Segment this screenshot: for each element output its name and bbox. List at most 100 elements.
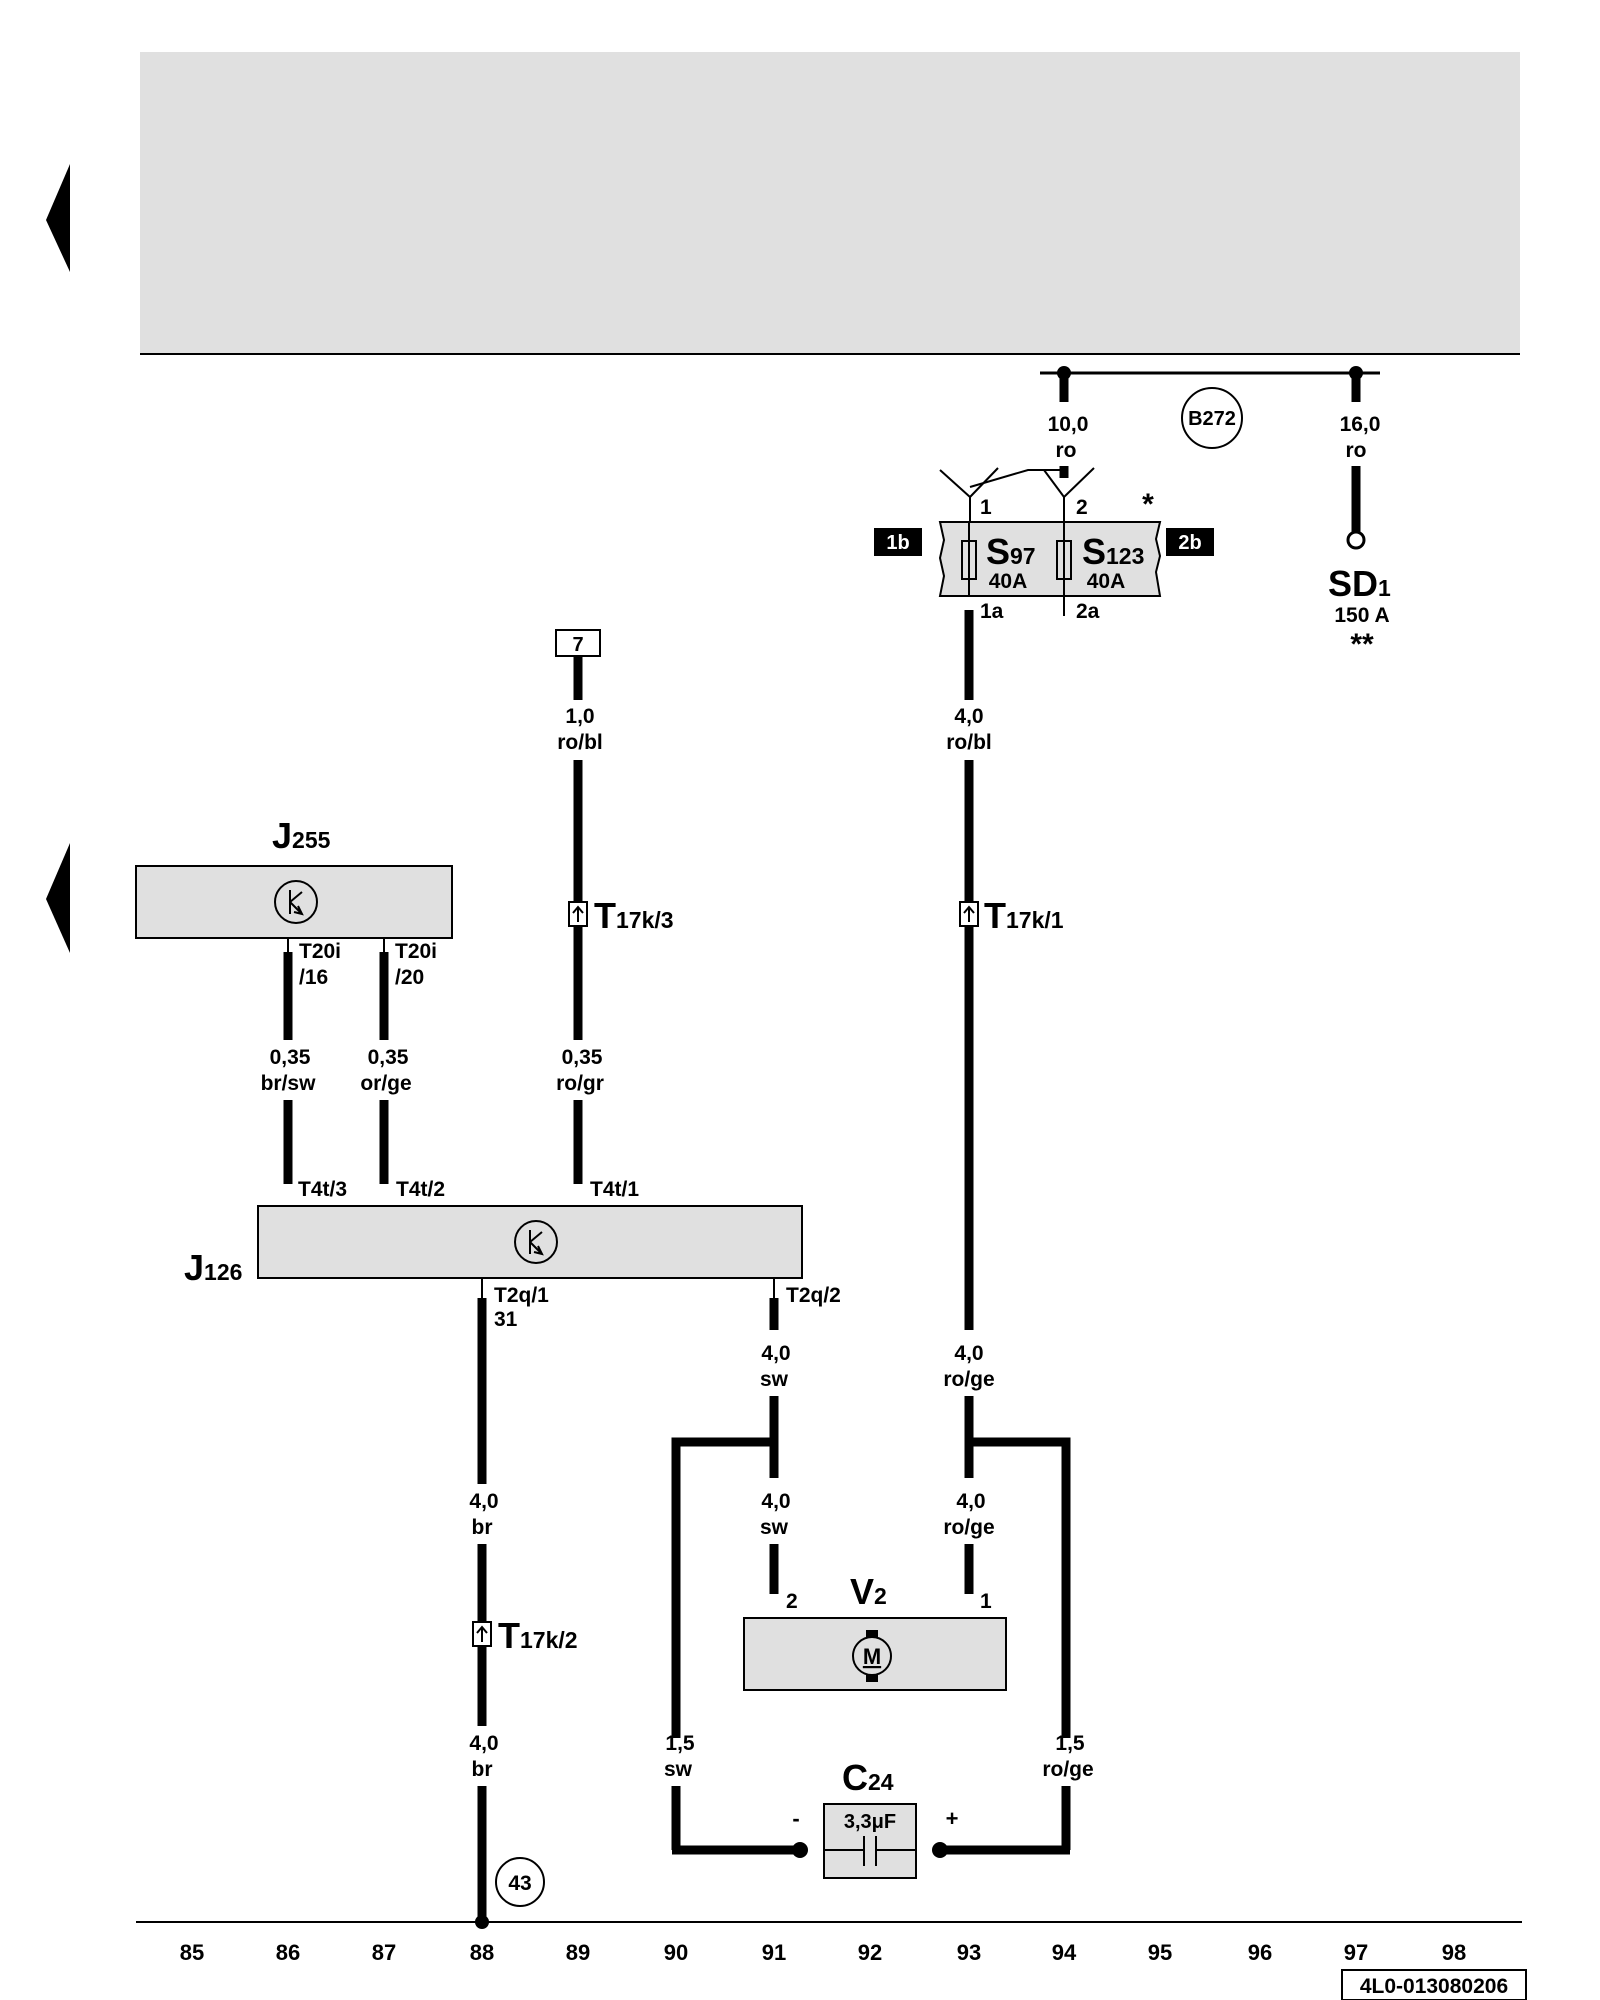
ref-box-7 xyxy=(555,629,601,657)
t17k2-arrow xyxy=(476,1625,488,1642)
t2q2-label: T2q/2 xyxy=(786,1284,841,1307)
v2-pin1-label: 1 xyxy=(980,1590,992,1613)
wire-label-color: ro xyxy=(1056,439,1077,462)
wire-label-color: ro xyxy=(1346,439,1367,462)
ref-circle-43: 43 xyxy=(495,1857,545,1907)
v2-label: V2 xyxy=(850,1571,887,1612)
diagram-id: 4L0-013080206 xyxy=(1360,1975,1508,1998)
wire-label-color: sw xyxy=(760,1516,789,1539)
t17k3-label: T17k/3 xyxy=(594,895,674,936)
wire-label-size: 4,0 xyxy=(469,1732,498,1755)
wire-label-size: 1,0 xyxy=(565,705,594,728)
motor-icon-brush-top xyxy=(866,1630,878,1638)
fuse-s123-rating: 40A xyxy=(1087,570,1126,593)
b272-label: B272 xyxy=(1188,408,1236,430)
fuse-box xyxy=(938,521,1162,597)
scale-numbers: 85 86 87 88 89 90 91 92 93 94 95 96 97 9… xyxy=(180,1940,1466,1965)
fuse-link-x1 xyxy=(939,469,971,498)
scale-number: 95 xyxy=(1148,1940,1172,1965)
c24-box xyxy=(823,1803,917,1879)
fuse-s123-label: S123 xyxy=(1082,531,1144,572)
wire-label-color: ro/bl xyxy=(557,731,603,754)
t17k3-arrow xyxy=(572,905,584,922)
motor-symbol: M xyxy=(863,1644,881,1669)
c24-plus-label: + xyxy=(946,1806,959,1831)
wire-label-color: sw xyxy=(760,1368,789,1391)
sd1-label: SD1 xyxy=(1328,563,1391,604)
scale-number: 87 xyxy=(372,1940,396,1965)
wire-label-size: 4,0 xyxy=(761,1490,790,1513)
sd1-rating: 150 A xyxy=(1334,604,1389,627)
wire-label-size: 16,0 xyxy=(1340,413,1381,436)
diagram-id-box xyxy=(1341,1969,1527,2000)
j126-transistor-icon xyxy=(514,1220,558,1264)
wire-label-size: 0,35 xyxy=(270,1046,311,1069)
fuse-left-tag xyxy=(874,528,922,556)
fuse-note: * xyxy=(1142,488,1154,521)
j126-transistor-glyph xyxy=(529,1230,544,1256)
wire-label-size: 0,35 xyxy=(368,1046,409,1069)
scale-number: 85 xyxy=(180,1940,204,1965)
wire-label-color: ro/gr xyxy=(556,1072,604,1095)
fuse-pin1a-label: 1a xyxy=(980,600,1004,623)
prev-section-arrow-icon[interactable] xyxy=(46,843,70,953)
wire-label-size: 0,35 xyxy=(562,1046,603,1069)
c24-value: 3,3μF xyxy=(844,1811,896,1833)
t17k1-label: T17k/1 xyxy=(984,895,1064,936)
scale-number: 89 xyxy=(566,1940,590,1965)
t20i-16-sub: /16 xyxy=(299,966,328,989)
fuse-link-x3 xyxy=(1043,469,1065,498)
wire-label-color: ro/ge xyxy=(943,1368,994,1391)
v2-pin2-label: 2 xyxy=(786,1590,798,1613)
wire-label-size: 10,0 xyxy=(1048,413,1089,436)
wire-cap-loop-left xyxy=(671,1437,774,1738)
j255-transistor-glyph xyxy=(289,890,304,916)
wire-label-size: 1,5 xyxy=(665,1732,695,1755)
t2q1-label: T2q/1 xyxy=(494,1284,549,1307)
fuse-pin1-label: 1 xyxy=(980,496,992,519)
fuse-right-tag-label: 2b xyxy=(1178,532,1201,554)
wire-label-color: or/ge xyxy=(360,1072,411,1095)
c24-label: C24 xyxy=(842,1757,894,1798)
ref-circle-43-label: 43 xyxy=(508,1872,531,1895)
fuse-link-x4 xyxy=(1063,467,1095,498)
wire-label-color: br xyxy=(472,1516,493,1539)
wire-label-size: 1,5 xyxy=(1055,1732,1085,1755)
t2q1-ground-label: 31 xyxy=(494,1308,518,1331)
c24-plus-node xyxy=(932,1842,948,1858)
t17k2-label: T17k/2 xyxy=(498,1615,578,1656)
t20i-16-label: T20i xyxy=(299,940,341,963)
wire-label-size: 4,0 xyxy=(761,1342,790,1365)
t4t2-label: T4t/2 xyxy=(396,1178,445,1201)
ref-box-7-label: 7 xyxy=(572,634,583,656)
wire-label-color: sw xyxy=(664,1758,693,1781)
wire-label-size: 4,0 xyxy=(469,1490,498,1513)
c24-minus-label: - xyxy=(792,1806,799,1831)
scale-number: 97 xyxy=(1344,1940,1368,1965)
prev-page-arrow-icon[interactable] xyxy=(46,164,70,272)
scale-number: 88 xyxy=(470,1940,494,1965)
wire-label-color: ro/ge xyxy=(943,1516,994,1539)
wire-label-color: br xyxy=(472,1758,493,1781)
j255-box xyxy=(135,865,453,939)
t17k1-arrow xyxy=(963,905,975,922)
wire-cap-loop-right xyxy=(969,1437,1071,1738)
wire-label-color: br/sw xyxy=(261,1072,317,1095)
b272-reference: B272 xyxy=(1181,387,1243,449)
wire-label-size: 4,0 xyxy=(956,1490,985,1513)
wire-label-size: 4,0 xyxy=(954,705,983,728)
j126-box xyxy=(257,1205,803,1279)
scale-number: 92 xyxy=(858,1940,882,1965)
j255-label: J255 xyxy=(272,815,331,856)
t4t3-label: T4t/3 xyxy=(298,1178,347,1201)
t20i-20-sub: /20 xyxy=(395,966,424,989)
fuse-right-tag xyxy=(1166,528,1214,556)
motor-icon-brush-bottom xyxy=(866,1674,878,1682)
sd1-terminal xyxy=(1346,530,1366,550)
wire-label-color: ro/ge xyxy=(1042,1758,1093,1781)
fuse-link-x2 xyxy=(969,467,999,498)
wire-label-size: 4,0 xyxy=(954,1342,983,1365)
top-blank-panel xyxy=(140,52,1520,354)
wire-label-color: ro/bl xyxy=(946,731,992,754)
